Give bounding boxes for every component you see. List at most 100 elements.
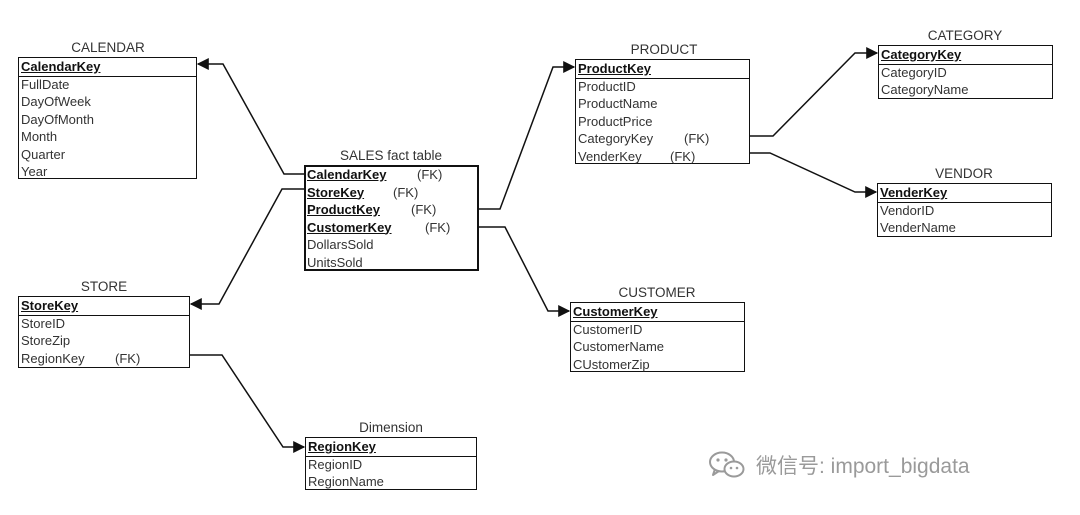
entity-box [575,59,750,164]
watermark: 微信号: import_bigdata [708,447,970,483]
attribute-field: DayOfMonth [21,111,194,128]
field-label: RegionID [308,456,363,472]
field-label: VenderKey [578,148,642,164]
field-label: CUstomerZip [573,356,650,372]
key-divider [305,455,477,457]
field-label: CustomerKey [307,219,392,235]
entity-box [18,57,197,179]
primary-key-field: CalendarKey (FK) [307,166,476,183]
field-label: Year [21,164,48,179]
key-divider [877,201,1052,203]
field-label: VenderKey [880,185,948,200]
primary-key-field: CustomerKey [573,303,742,320]
foreign-key-marker: (FK) [417,167,443,182]
wechat-icon [709,451,745,478]
entity-title: CALENDAR [71,40,145,55]
attribute-field: VenderKey (FK) [578,148,747,165]
primary-key-field: ProductKey (FK) [307,201,476,218]
attribute-field: FullDate [21,76,194,93]
entity-box [570,302,745,372]
primary-key-field: ProductKey [578,60,747,77]
attribute-field: StoreZip [21,332,187,349]
field-label: CalendarKey [307,167,387,182]
field-label: ProductKey [578,61,651,76]
field-label: UnitsSold [307,254,363,270]
entity-box [305,437,477,490]
entity-title: VENDOR [935,166,993,181]
foreign-key-marker: (FK) [670,148,696,164]
field-label: CustomerID [573,321,643,337]
relationship-product-to-category [750,47,879,137]
field-label: CategoryKey [578,131,654,146]
foreign-key-marker: (FK) [115,350,141,366]
entity-title: PRODUCT [630,42,698,57]
entity-title: CATEGORY [927,28,1003,43]
entity-title: Dimension [359,420,423,435]
entity-title: STORE [80,279,128,294]
attribute-field: ProductName [578,95,747,112]
relationship-sales-to-store [189,188,304,310]
attribute-field: RegionKey(FK) [21,350,187,367]
attribute-field: UnitsSold [307,254,476,271]
foreign-key-marker: (FK) [411,202,437,217]
field-label: RegionKey [308,439,376,454]
attribute-field: CategoryName [881,81,1050,98]
foreign-key-marker: (FK) [684,131,710,146]
attribute-field: CUstomerZip [573,356,742,373]
attribute-field: CategoryKey (FK) [578,130,747,147]
field-label: VendorID [880,202,935,218]
field-label: RegionName [308,474,384,489]
entity-box [304,165,479,271]
key-divider [878,63,1053,65]
relationship-sales-to-calendar [196,58,304,175]
foreign-key-marker: (FK) [425,219,451,235]
key-divider [575,77,750,79]
field-label: StoreKey [21,298,79,313]
field-label: ProductID [578,78,636,94]
relationship-store-to-region [190,354,306,453]
attribute-field: CategoryID [881,64,1050,81]
attribute-field: Month [21,128,194,145]
relationship-product-to-vendor [750,152,878,198]
foreign-key-marker: (FK) [393,184,419,200]
field-label: CategoryName [881,82,969,97]
field-label: StoreKey [307,184,365,200]
field-label: StoreID [21,315,66,331]
attribute-field: VenderName [880,219,1049,236]
field-label: DollarsSold [307,237,374,252]
field-label: ProductKey [307,202,380,217]
attribute-field: Year [21,163,194,180]
attribute-field: CustomerID [573,321,742,338]
field-label: CategoryID [881,64,947,80]
primary-key-field: StoreKey (FK) [307,184,476,201]
watermark-text: 微信号: import_bigdata [756,455,970,478]
attribute-field: RegionName [308,473,474,490]
primary-key-field: RegionKey [308,438,474,455]
attribute-field: StoreID [21,315,187,332]
entity-box [878,45,1053,99]
primary-key-field: CalendarKey [21,58,194,75]
attribute-field: ProductID [578,78,747,95]
relationship-sales-to-customer [479,226,571,317]
field-label: Quarter [21,146,66,162]
attribute-field: ProductPrice [578,113,747,130]
primary-key-field: VenderKey [880,184,1049,201]
attribute-field: DollarsSold [307,236,476,253]
field-label: CalendarKey [21,59,101,74]
relationship-sales-to-product [479,61,576,210]
key-divider [18,75,197,77]
field-label: VenderName [880,220,956,235]
field-label: CustomerName [573,339,665,354]
field-label: CustomerKey [573,304,658,319]
primary-key-field: CategoryKey [881,46,1050,63]
field-label: DayOfWeek [21,94,91,109]
